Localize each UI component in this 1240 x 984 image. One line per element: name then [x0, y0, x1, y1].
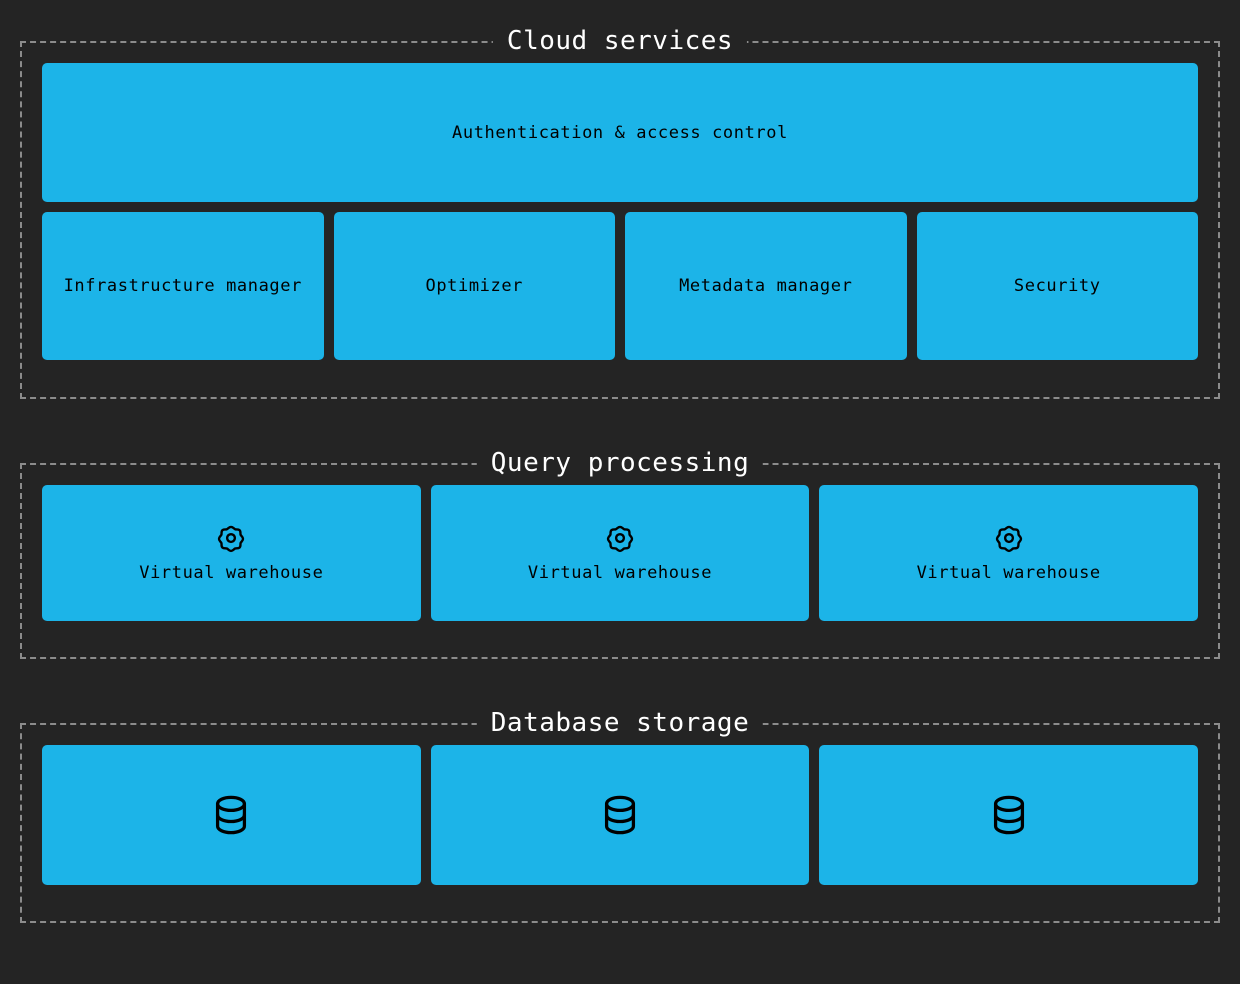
node-label-authentication-access-control: Authentication & access control — [452, 122, 788, 143]
node-infrastructure-manager[interactable]: Infrastructure manager — [42, 212, 324, 360]
gear-icon — [216, 523, 246, 553]
node-label-infrastructure-manager: Infrastructure manager — [63, 276, 302, 296]
node-virtual-warehouse-3[interactable]: Virtual warehouse — [819, 485, 1199, 621]
architecture-diagram: Cloud services Authentication & access c… — [0, 28, 1240, 984]
cloud-services-row-2: Infrastructure manager Optimizer Metadat… — [42, 212, 1198, 360]
gear-icon — [605, 523, 635, 553]
database-icon — [208, 792, 254, 838]
node-label-virtual-warehouse-1: Virtual warehouse — [139, 563, 324, 583]
node-virtual-warehouse-2[interactable]: Virtual warehouse — [430, 485, 810, 621]
node-virtual-warehouse-1[interactable]: Virtual warehouse — [42, 485, 421, 621]
group-database-storage: Database storage — [20, 710, 1220, 923]
cloud-services-row-1: Authentication & access control — [42, 63, 1198, 202]
node-label-virtual-warehouse-3: Virtual warehouse — [916, 563, 1101, 583]
node-authentication-access-control[interactable]: Authentication & access control — [42, 63, 1198, 202]
query-processing-row-1: Virtual warehouse Virtual warehouse — [42, 485, 1199, 621]
database-icon — [597, 792, 643, 838]
node-security[interactable]: Security — [916, 212, 1198, 360]
node-label-metadata-manager: Metadata manager — [679, 276, 853, 296]
database-storage-row-1 — [42, 745, 1199, 885]
group-title-database-storage: Database storage — [476, 710, 764, 736]
node-database-1[interactable] — [42, 745, 421, 885]
group-query-processing: Query processing Virtual warehouse — [20, 450, 1220, 659]
database-icon — [986, 792, 1032, 838]
node-label-optimizer: Optimizer — [425, 276, 523, 296]
gear-icon — [994, 523, 1024, 553]
node-metadata-manager[interactable]: Metadata manager — [625, 212, 907, 360]
group-cloud-services: Cloud services Authentication & access c… — [20, 28, 1220, 399]
group-title-cloud-services: Cloud services — [492, 28, 748, 54]
node-label-security: Security — [1013, 276, 1101, 296]
node-optimizer[interactable]: Optimizer — [333, 212, 615, 360]
group-title-query-processing: Query processing — [476, 450, 764, 476]
node-database-3[interactable] — [819, 745, 1199, 885]
node-database-2[interactable] — [430, 745, 810, 885]
node-label-virtual-warehouse-2: Virtual warehouse — [527, 563, 713, 583]
